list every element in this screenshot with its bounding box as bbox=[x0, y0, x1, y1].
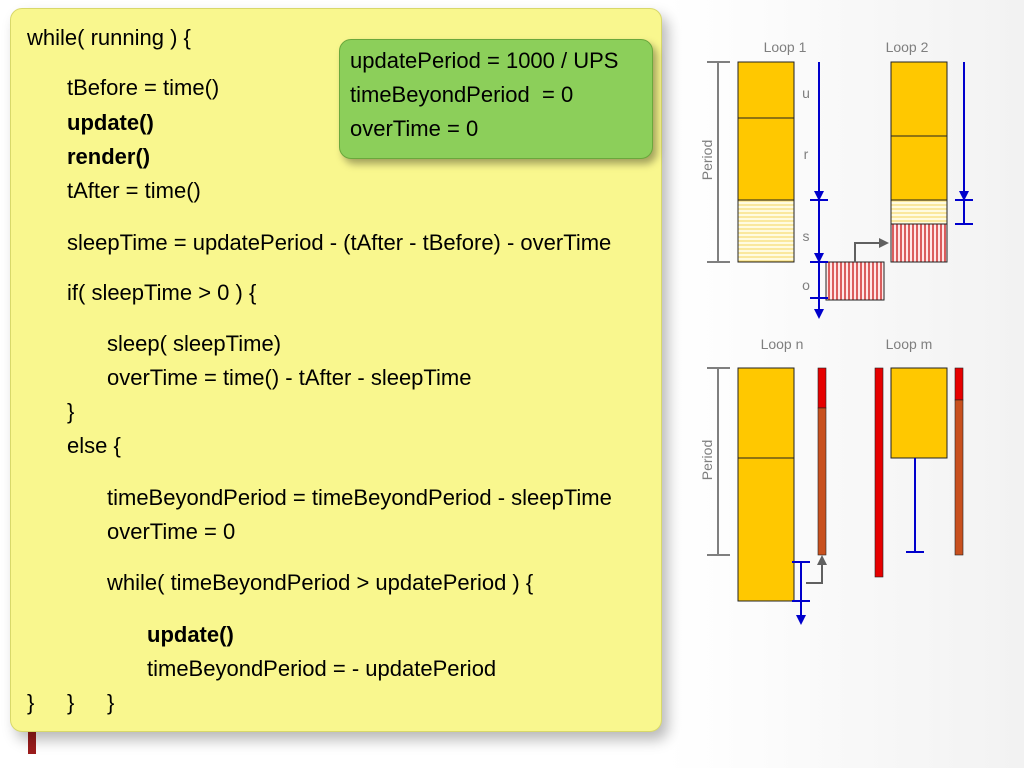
init-line: timeBeyondPeriod = 0 bbox=[350, 82, 574, 107]
loop2-overtime-block bbox=[890, 223, 948, 263]
init-line: overTime = 0 bbox=[350, 116, 479, 141]
code-panel: while( running ) { tBefore = time() upda… bbox=[10, 8, 662, 732]
loopn-overtime-bar bbox=[817, 407, 827, 556]
loop2-update-block bbox=[890, 61, 948, 137]
code-line: render() bbox=[67, 144, 151, 169]
loop2-label: Loop 2 bbox=[886, 39, 929, 55]
code-line: timeBeyondPeriod = timeBeyondPeriod - sl… bbox=[107, 485, 612, 510]
loopn-overtime-bar-top bbox=[817, 367, 827, 409]
loop1-overtime-block bbox=[825, 261, 885, 301]
loop1-update-block bbox=[737, 61, 795, 119]
r-label: r bbox=[804, 146, 809, 162]
code-line: overTime = 0 bbox=[107, 519, 236, 544]
loopm-side-bar-top bbox=[954, 367, 964, 401]
loop2-render-block bbox=[890, 135, 948, 201]
loopn-update-block bbox=[737, 367, 795, 459]
loop1-label: Loop 1 bbox=[764, 39, 807, 55]
code-line: } bbox=[67, 690, 75, 715]
period-label-bottom: Period bbox=[699, 440, 715, 480]
init-box: updatePeriod = 1000 / UPS timeBeyondPeri… bbox=[339, 39, 653, 159]
loop1-render-block bbox=[737, 117, 795, 201]
code-line: sleep( sleepTime) bbox=[107, 331, 282, 356]
loop2-sleep-block bbox=[890, 199, 948, 225]
code-line: update() bbox=[67, 110, 154, 135]
loopn-label: Loop n bbox=[761, 336, 804, 352]
code-line: overTime = time() - tAfter - sleepTime bbox=[107, 365, 472, 390]
code-line: while( timeBeyondPeriod > updatePeriod )… bbox=[107, 570, 534, 595]
code-line: } bbox=[27, 690, 35, 715]
period-label-top: Period bbox=[699, 140, 715, 180]
code-line: timeBeyondPeriod = - updatePeriod bbox=[147, 656, 497, 681]
s-label: s bbox=[803, 228, 810, 244]
period-bracket-bottom bbox=[707, 367, 730, 556]
code-line: sleepTime = updatePeriod - (tAfter - tBe… bbox=[67, 230, 612, 255]
loopm-side-bar bbox=[954, 399, 964, 556]
code-line: while( running ) { bbox=[27, 25, 191, 50]
u-label: u bbox=[802, 85, 810, 101]
code-line: if( sleepTime > 0 ) { bbox=[67, 280, 257, 305]
loopm-update-block bbox=[890, 367, 948, 459]
loopn-connector-arrow bbox=[806, 555, 827, 584]
code-line: else { bbox=[67, 433, 121, 458]
loop1-sleep-block bbox=[737, 199, 795, 263]
accent-bar bbox=[28, 730, 36, 754]
code-line: } bbox=[107, 690, 115, 715]
period-bracket-top bbox=[707, 61, 730, 263]
loopm-overtime-bar bbox=[874, 367, 884, 578]
init-line: updatePeriod = 1000 / UPS bbox=[350, 48, 619, 73]
loopn-render-block bbox=[737, 457, 795, 602]
overtime-connector-arrow bbox=[854, 238, 889, 262]
code-line: update() bbox=[147, 622, 234, 647]
code-line: tBefore = time() bbox=[67, 75, 220, 100]
o-label: o bbox=[802, 277, 810, 293]
code-line: } bbox=[67, 399, 75, 424]
code-line: tAfter = time() bbox=[67, 178, 201, 203]
loopm-label: Loop m bbox=[886, 336, 933, 352]
